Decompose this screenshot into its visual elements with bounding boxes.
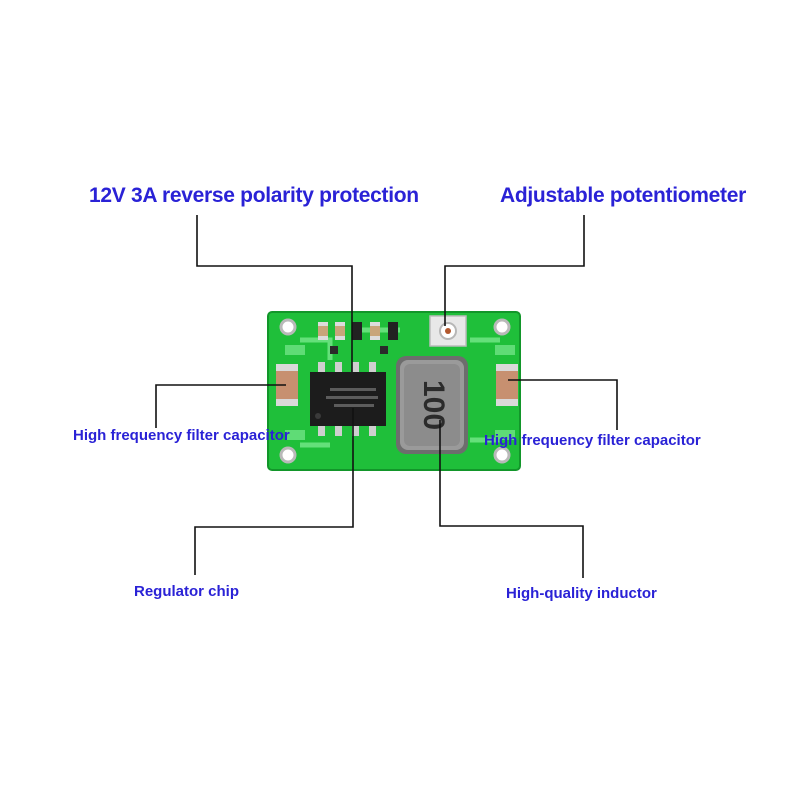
inductor-body <box>396 356 468 454</box>
label-adjustable-potentiometer: Adjustable potentiometer <box>500 184 746 207</box>
mounting-holes <box>279 318 511 464</box>
label-reverse-polarity-protection: 12V 3A reverse polarity protection <box>89 184 419 207</box>
left-capacitor <box>276 364 298 406</box>
label-filter-capacitor-right: High frequency filter capacitor <box>484 432 701 449</box>
regulator-chip-body <box>310 362 386 436</box>
inductor-marking: 100 <box>417 380 450 430</box>
label-filter-capacitor-left: High frequency filter capacitor <box>73 427 290 444</box>
leader-line-capacitor-right <box>508 379 618 430</box>
leader-line-capacitor-left <box>155 384 286 428</box>
label-inductor: High-quality inductor <box>506 585 657 602</box>
leader-line-potentiometer <box>444 215 585 326</box>
leader-line-protection <box>196 215 353 372</box>
leader-lines <box>155 215 618 578</box>
leader-line-regulator <box>194 408 354 575</box>
potentiometer-body <box>429 315 467 347</box>
leader-line-inductor <box>439 420 584 578</box>
smd-components <box>318 322 398 354</box>
label-regulator-chip: Regulator chip <box>134 583 240 600</box>
right-capacitor <box>496 364 518 406</box>
